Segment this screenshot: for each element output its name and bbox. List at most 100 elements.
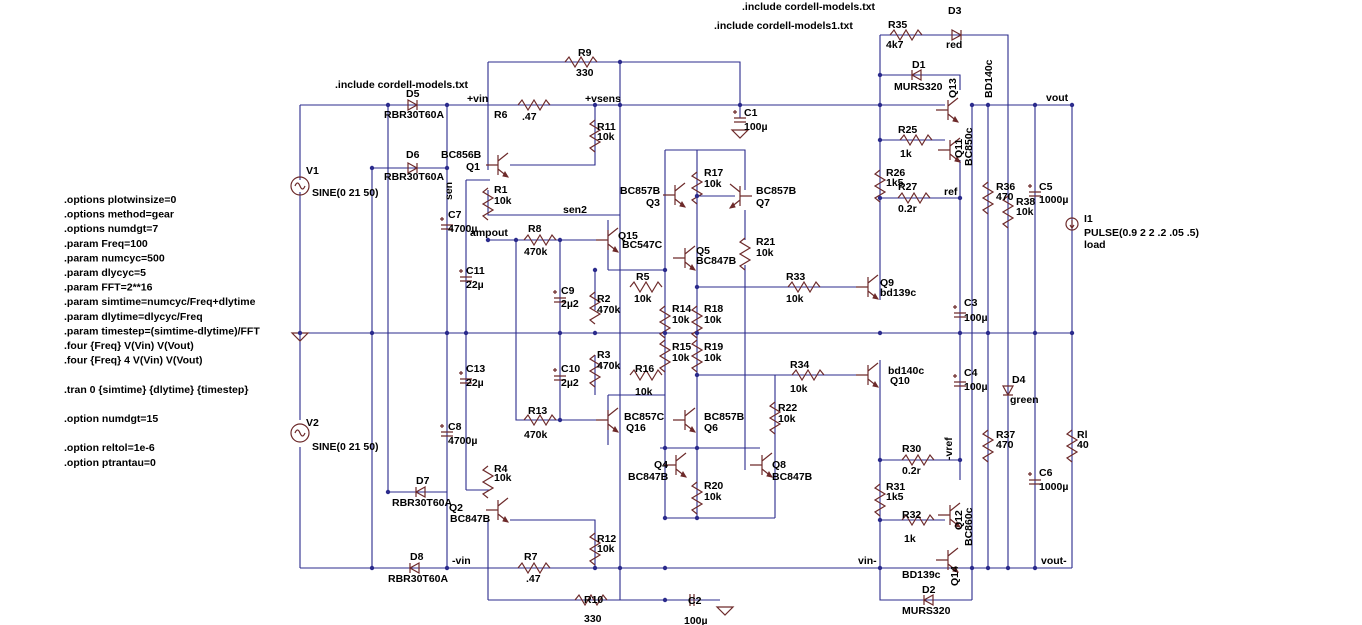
label-d2v: MURS320 xyxy=(902,605,951,617)
label-c9v: 2µ2 xyxy=(561,298,579,310)
source-i1 xyxy=(1065,217,1079,231)
label-q3: Q3 xyxy=(646,197,660,209)
label-r19: R19 xyxy=(704,341,723,353)
label-q15t: BC547C xyxy=(622,239,663,251)
junction-dot xyxy=(463,330,469,336)
res-r32 xyxy=(901,513,935,527)
junction-dot xyxy=(662,515,668,521)
directive-line: .param Freq=100 xyxy=(64,238,148,250)
junction-dot xyxy=(877,137,883,143)
label-r33: R33 xyxy=(786,271,805,283)
directive-line: .tran 0 {simtime} {dlytime} {timestep} xyxy=(64,384,248,396)
source-v1 xyxy=(290,176,310,196)
label-r13v: 470k xyxy=(524,429,548,441)
junction-dot xyxy=(557,330,563,336)
res-r26 xyxy=(873,169,887,203)
label-r3v: 470k xyxy=(597,360,621,372)
label-r22v: 10k xyxy=(778,413,796,425)
label-v2: V2 xyxy=(306,417,319,429)
res-r5 xyxy=(629,280,663,294)
label-q16: Q16 xyxy=(626,422,646,434)
directive-line: .param simtime=numcyc/Freq+dlytime xyxy=(64,296,256,308)
label-q1t: BC856B xyxy=(441,149,482,161)
directive-line: .options plotwinsize=0 xyxy=(64,194,176,206)
label-d8: D8 xyxy=(410,551,424,563)
label-c6: C6 xyxy=(1039,467,1053,479)
label-d1v: MURS320 xyxy=(894,81,943,93)
label-c13v: 22µ xyxy=(466,377,484,389)
label-d6: D6 xyxy=(406,149,420,161)
label-c13: C13 xyxy=(466,363,485,375)
label-r1: R1 xyxy=(494,184,508,196)
label-c10: C10 xyxy=(561,363,580,375)
label-r38v: 10k xyxy=(1016,206,1034,218)
label-c8: C8 xyxy=(448,421,462,433)
label-c5: C5 xyxy=(1039,181,1053,193)
label-c11v: 22µ xyxy=(466,279,484,291)
label-r11v: 10k xyxy=(597,131,615,143)
label-r6v: .47 xyxy=(522,111,537,123)
diode-d5 xyxy=(407,98,419,112)
label-r17: R17 xyxy=(704,167,723,179)
junction-dot xyxy=(877,565,883,571)
label-c4v: 100µ xyxy=(964,381,988,393)
junction-dot xyxy=(1032,330,1038,336)
label-q7: Q7 xyxy=(756,197,770,209)
res-r30 xyxy=(901,453,935,467)
label-d3: D3 xyxy=(948,5,962,17)
label-r18v: 10k xyxy=(704,314,722,326)
label-r31v: 1k5 xyxy=(886,491,904,503)
junction-dot xyxy=(444,565,450,571)
res-r33 xyxy=(787,280,821,294)
res-r19 xyxy=(690,339,704,373)
res-r25 xyxy=(899,133,933,147)
junction-dot xyxy=(969,102,975,108)
transistor-q11 xyxy=(938,137,962,163)
label-q13t: BD140c xyxy=(983,59,995,98)
cap-c13 xyxy=(459,371,472,384)
label-r35: R35 xyxy=(888,19,907,31)
transistor-q3 xyxy=(663,182,687,208)
label-d1: D1 xyxy=(912,59,926,71)
cap-c11 xyxy=(459,269,472,282)
label-r20v: 10k xyxy=(704,491,722,503)
label-d6v: RBR30T60A xyxy=(384,171,445,183)
junction-dot xyxy=(1032,565,1038,571)
junction-dot xyxy=(877,102,883,108)
label-c9: C9 xyxy=(561,285,575,297)
junction-dot xyxy=(617,102,623,108)
transistor-q10 xyxy=(856,362,880,388)
label-v1: V1 xyxy=(306,165,319,177)
res-r11 xyxy=(588,119,602,153)
label-r20: R20 xyxy=(704,480,723,492)
junction-dot xyxy=(369,565,375,571)
label-c2: C2 xyxy=(688,595,702,607)
directive-line: .four {Freq} V(Vin) V(Vout) xyxy=(64,340,194,352)
label-c2v: 100µ xyxy=(684,615,708,625)
res-r-load xyxy=(1065,429,1079,463)
junction-dot xyxy=(444,165,450,171)
junction-dot xyxy=(557,237,563,243)
label-r1v: 10k xyxy=(494,195,512,207)
label-r11: R11 xyxy=(597,121,616,133)
transistor-q4 xyxy=(664,452,688,478)
res-r14 xyxy=(658,305,672,339)
cap-c4 xyxy=(953,374,966,387)
res-r31 xyxy=(873,483,887,517)
res-r38 xyxy=(1001,195,1015,229)
label-c11: C11 xyxy=(466,265,485,277)
diode-d8 xyxy=(408,561,420,575)
res-r10 xyxy=(574,593,608,607)
junction-dot xyxy=(513,237,519,243)
label-d2: D2 xyxy=(922,584,936,596)
junction-dot xyxy=(694,515,700,521)
res-r13 xyxy=(523,413,557,427)
label-r30: R30 xyxy=(902,443,921,455)
transistor-q5 xyxy=(673,245,697,271)
label-q7t: BC857B xyxy=(756,185,797,197)
transistor-q16 xyxy=(596,407,620,433)
junction-dot xyxy=(617,59,623,65)
label-c6v: 1000µ xyxy=(1039,481,1068,493)
label-c7: C7 xyxy=(448,209,462,221)
